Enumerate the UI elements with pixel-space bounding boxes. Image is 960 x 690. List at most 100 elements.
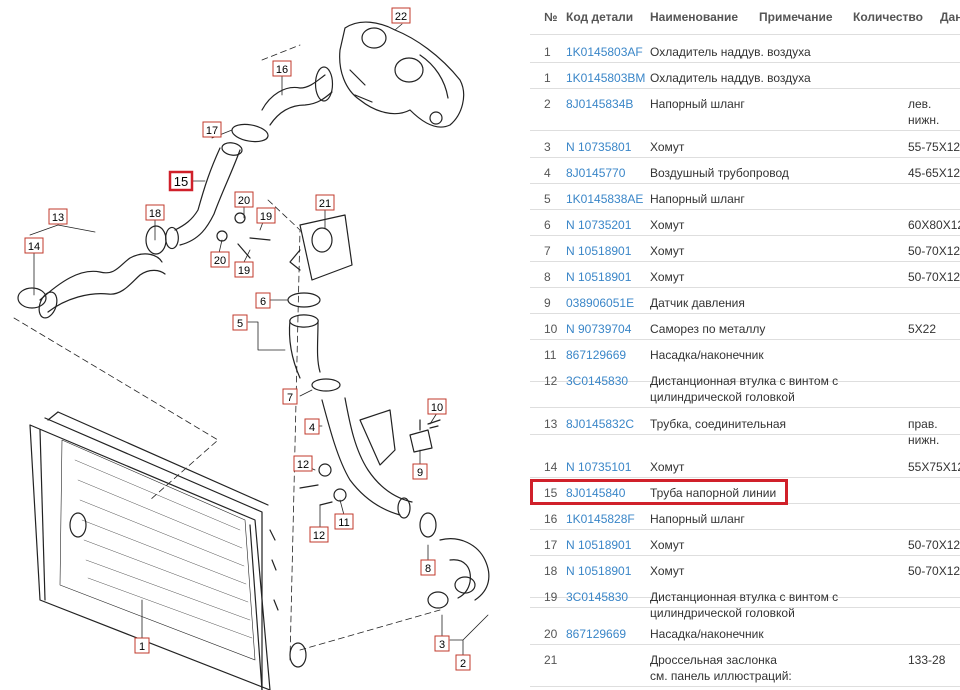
callout-12b[interactable]: 12 — [309, 526, 329, 543]
part-code-link[interactable]: 8J0145770 — [566, 166, 626, 180]
part-code-link[interactable]: 8J0145840 — [566, 486, 626, 500]
header-name[interactable]: Наименование — [650, 10, 739, 24]
callout-21[interactable]: 21 — [315, 194, 335, 211]
part-code-link[interactable]: N 90739704 — [566, 322, 632, 336]
row-divider — [530, 686, 960, 687]
part-code-link[interactable]: N 10518901 — [566, 564, 632, 578]
row-divider — [530, 477, 960, 478]
callout-9[interactable]: 9 — [412, 463, 428, 480]
svg-text:20: 20 — [238, 195, 250, 207]
callout-11[interactable]: 11 — [334, 513, 354, 530]
hose-2[interactable] — [439, 538, 490, 601]
callout-1[interactable]: 1 — [134, 637, 150, 654]
throttle-body-21[interactable] — [289, 214, 353, 281]
part-name: Напорный шланг — [650, 97, 745, 111]
part-code-link[interactable]: N 10518901 — [566, 270, 632, 284]
row-divider — [530, 381, 960, 382]
row-divider — [530, 62, 960, 63]
part-name: Хомут — [650, 538, 685, 552]
clamp-6[interactable] — [287, 292, 321, 308]
callout-20a[interactable]: 20 — [234, 191, 254, 208]
callout-7[interactable]: 7 — [282, 388, 298, 405]
part-qty: 50-70X12 — [908, 564, 960, 578]
parts-table: № Код детали Наименование Примечание Кол… — [530, 0, 960, 690]
header-extra[interactable]: Дан — [940, 10, 960, 24]
part-name: Напорный шланг — [650, 512, 745, 526]
header-code[interactable]: Код детали — [566, 10, 634, 24]
part-name: Труба напорной линии — [650, 486, 777, 500]
part-name: Трубка, соединительная — [650, 417, 787, 431]
part-code-link[interactable]: N 10735201 — [566, 218, 632, 232]
part-code-link[interactable]: 1K0145838AE — [566, 192, 644, 206]
part-code-link[interactable]: 1K0145828F — [566, 512, 635, 526]
hose-13[interactable] — [38, 253, 166, 319]
turbocharger-22[interactable] — [339, 21, 465, 128]
svg-text:14: 14 — [28, 241, 40, 253]
row-number: 18 — [544, 564, 558, 578]
callout-17[interactable]: 17 — [202, 121, 222, 138]
callout-19b[interactable]: 19 — [234, 261, 254, 278]
part-code-link[interactable]: N 10518901 — [566, 538, 632, 552]
svg-text:19: 19 — [238, 265, 250, 277]
intercooler[interactable] — [29, 411, 307, 690]
callout-16[interactable]: 16 — [272, 60, 292, 77]
callout-10[interactable]: 10 — [427, 398, 447, 415]
row-number: 20 — [544, 627, 558, 641]
part-code-link[interactable]: 1K0145803AF — [566, 45, 643, 59]
callout-18[interactable]: 18 — [145, 204, 165, 221]
clamp-17[interactable] — [231, 123, 269, 143]
callout-14[interactable]: 14 — [24, 237, 44, 254]
part-name: Хомут — [650, 244, 685, 258]
part-code-link[interactable]: N 10735101 — [566, 460, 632, 474]
row-number: 7 — [544, 244, 551, 258]
hose-16[interactable] — [261, 66, 334, 126]
clamp-8[interactable] — [419, 512, 437, 538]
callout-12a[interactable]: 12 — [293, 455, 313, 472]
part-name: Хомут — [650, 460, 685, 474]
svg-text:8: 8 — [425, 563, 431, 575]
callout-3[interactable]: 3 — [434, 635, 450, 652]
svg-text:11: 11 — [338, 517, 349, 529]
callout-13[interactable]: 13 — [48, 208, 68, 225]
part-code-link[interactable]: 8J0145832C — [566, 417, 635, 431]
clamp-18[interactable] — [145, 225, 167, 255]
part-code-link[interactable]: N 10518901 — [566, 244, 632, 258]
row-divider — [530, 339, 960, 340]
callout-5[interactable]: 5 — [232, 314, 248, 331]
clamp-14[interactable] — [17, 287, 47, 309]
pressure-sensor-9[interactable] — [409, 419, 433, 453]
hose-5[interactable] — [288, 314, 321, 379]
part-name-cont: цилиндрической головкой — [650, 390, 795, 404]
callout-6[interactable]: 6 — [255, 292, 271, 309]
callout-4[interactable]: 4 — [304, 418, 320, 435]
callout-20b[interactable]: 20 — [210, 251, 230, 268]
callout-19a[interactable]: 19 — [256, 207, 276, 224]
air-pipe-4[interactable] — [321, 397, 413, 519]
part-code-link[interactable]: 867129669 — [566, 348, 627, 362]
callout-8[interactable]: 8 — [420, 559, 436, 576]
row-divider — [530, 157, 960, 158]
clamp-3[interactable] — [427, 591, 449, 609]
row-15-highlight — [530, 479, 788, 505]
svg-text:2: 2 — [460, 658, 466, 670]
part-name: Охладитель наддув. воздуха — [650, 45, 811, 59]
header-qty[interactable]: Количество — [853, 10, 923, 24]
callout-22[interactable]: 22 — [391, 7, 411, 24]
callout-15[interactable]: 15 — [168, 170, 194, 192]
part-code-link[interactable]: 8J0145834B — [566, 97, 634, 111]
part-name: Хомут — [650, 564, 685, 578]
clamp-7[interactable] — [311, 378, 341, 392]
part-code-link[interactable]: 1K0145803BM — [566, 71, 646, 85]
svg-text:12: 12 — [313, 530, 325, 542]
row-divider — [530, 529, 960, 530]
row-number: 21 — [544, 653, 558, 667]
part-code-link[interactable]: 038906051E — [566, 296, 635, 310]
pressure-pipe-15[interactable] — [165, 142, 243, 250]
part-code-link[interactable]: 867129669 — [566, 627, 627, 641]
part-code-link[interactable]: 3C0145830 — [566, 590, 629, 604]
header-note[interactable]: Примечание — [759, 10, 833, 24]
part-code-link[interactable]: N 10735801 — [566, 140, 632, 154]
callout-2[interactable]: 2 — [455, 654, 471, 671]
part-qty: 45-65X12 — [908, 166, 960, 180]
part-code-link[interactable]: 3C0145830 — [566, 374, 629, 388]
